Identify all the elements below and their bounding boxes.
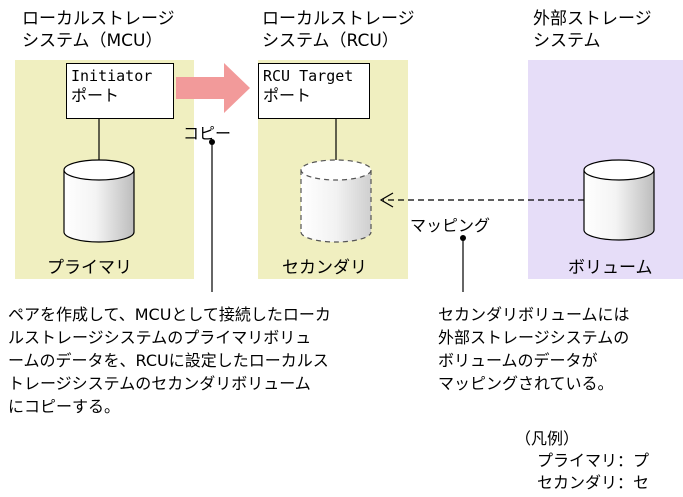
legend-entry-primary: プライマリ：プ: [537, 451, 650, 470]
rcu-target-port: RCU Target ポート: [258, 63, 370, 119]
initiator-port-sublabel: ポート: [71, 86, 120, 105]
legend-entry-secondary: セカンダリ：セ: [537, 473, 650, 492]
legend-heading: （凡例）: [515, 429, 580, 448]
copy-label: コピー: [183, 124, 232, 143]
local-system-title-line1: ローカルストレージ: [22, 9, 175, 29]
external-volume-cylinder: [583, 159, 655, 241]
external-system-title-line1: 外部ストレージ: [533, 9, 652, 29]
secondary-volume-cylinder: [300, 159, 372, 243]
rcu-system-title: ローカルストレージ システム（RCU）: [262, 8, 415, 52]
primary-volume-label: プライマリ: [47, 258, 132, 278]
copy-note: ペアを作成して、MCUとして接続したローカ ルストレージシステムのプライマリボリ…: [8, 303, 331, 418]
rcu-target-port-label: RCU Target: [263, 67, 354, 85]
primary-volume-cylinder: [63, 159, 135, 243]
external-system-title: 外部ストレージ システム: [533, 8, 652, 52]
mapping-note: セカンダリボリュームには 外部ストレージシステムの ボリュームのデータが マッピ…: [438, 303, 630, 395]
local-system-title: ローカルストレージ システム（MCU）: [22, 8, 175, 52]
mapping-arrow: [379, 192, 584, 208]
mapping-callout-leader: [460, 235, 466, 292]
rcu-system-title-line1: ローカルストレージ: [262, 9, 415, 29]
initiator-port-label: Initiator: [71, 67, 153, 85]
rcu-system-title-line2: システム（RCU）: [262, 31, 399, 51]
rcu-target-port-sublabel: ポート: [263, 86, 312, 105]
copy-callout-leader: [209, 139, 215, 292]
local-system-title-line2: システム（MCU）: [22, 31, 163, 51]
secondary-volume-label: セカンダリ: [282, 258, 367, 278]
initiator-port: Initiator ポート: [66, 63, 174, 119]
mapping-label: マッピング: [410, 216, 491, 235]
copy-note-line: ペアを作成して、MCUとして接続したローカ: [8, 305, 331, 324]
legend: （凡例） プライマリ：プ セカンダリ：セ: [515, 428, 683, 494]
copy-arrow: [176, 63, 250, 113]
mapping-note-line: マッピングされている。: [438, 374, 614, 393]
mapping-note-line: セカンダリボリュームには: [438, 305, 630, 324]
copy-note-line: にコピーする。: [8, 397, 121, 416]
mapping-note-line: 外部ストレージシステムの: [438, 328, 630, 347]
copy-note-line: ームのデータを、RCUに設定したローカルス: [8, 351, 329, 370]
external-volume-label: ボリューム: [568, 258, 653, 278]
copy-note-line: トレージシステムのセカンダリボリューム: [8, 374, 311, 393]
copy-note-line: ルストレージシステムのプライマリボリュ: [8, 328, 312, 347]
external-system-title-line2: システム: [533, 31, 601, 51]
mapping-note-line: ボリュームのデータが: [438, 351, 598, 370]
